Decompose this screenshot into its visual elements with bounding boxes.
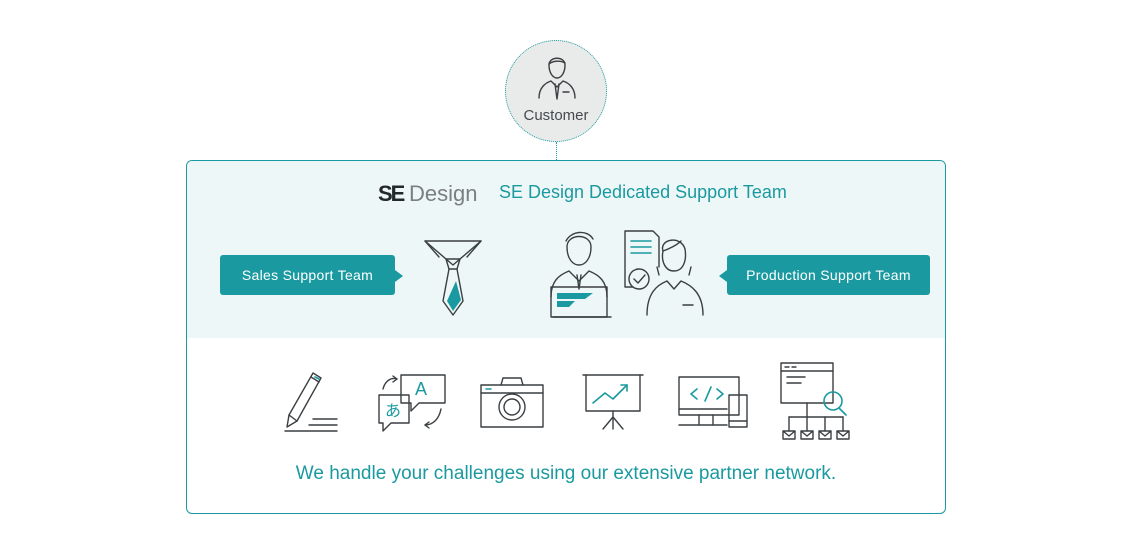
web-network-search-icon [780, 362, 850, 440]
se-design-logo: SE Design [378, 181, 477, 206]
production-support-team-label: Production Support Team [719, 255, 930, 295]
customer-node: Customer [505, 40, 607, 142]
translation-icon: A あ [378, 374, 446, 432]
sales-support-team-label: Sales Support Team [220, 255, 403, 295]
svg-text:あ: あ [385, 401, 401, 420]
customer-person-icon [538, 57, 576, 100]
support-team-panel: SE Design SE Design Dedicated Support Te… [186, 160, 946, 514]
presentation-board-icon [582, 374, 644, 430]
support-staff-icon [550, 230, 704, 318]
svg-text:A: A [415, 379, 427, 399]
pencil-writing-icon [284, 372, 338, 432]
necktie-icon [424, 240, 482, 316]
web-devices-icon [678, 376, 748, 428]
customer-label: Customer [523, 107, 589, 124]
partner-network-tagline: We handle your challenges using our exte… [295, 463, 837, 484]
dedicated-team-band: SE Design SE Design Dedicated Support Te… [187, 161, 945, 338]
team-title: SE Design Dedicated Support Team [499, 182, 787, 202]
camera-icon [480, 377, 544, 428]
svg-text:Design: Design [409, 181, 477, 206]
connector-line [556, 142, 557, 160]
svg-text:SE: SE [378, 181, 405, 206]
